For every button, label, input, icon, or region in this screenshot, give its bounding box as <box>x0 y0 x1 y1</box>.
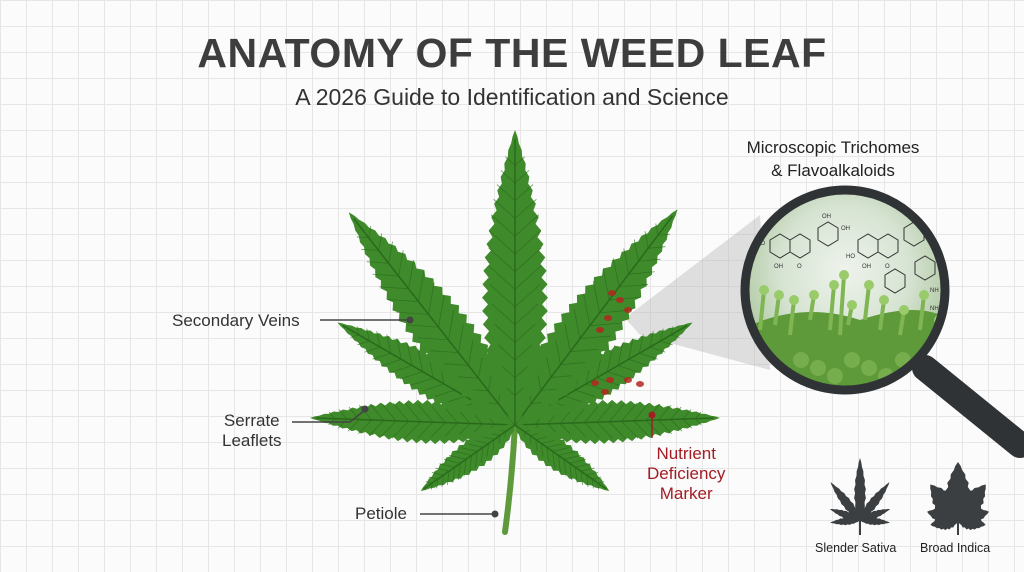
nutrient-dot <box>648 411 656 419</box>
deficiency-spot <box>608 290 616 296</box>
chem-label: NH2 <box>930 306 943 312</box>
serrate-leaflets-dot <box>361 405 369 413</box>
leaflet <box>860 517 890 526</box>
label-line: Deficiency <box>647 464 726 483</box>
trichome-base <box>827 368 843 384</box>
magnifier-handle <box>912 355 1024 458</box>
leaflet <box>310 399 516 445</box>
trichome <box>878 299 886 331</box>
sativa-leaf-icon <box>829 458 891 535</box>
deficiency-spot <box>591 380 599 386</box>
chem-label: O <box>885 264 890 270</box>
serrate-leaflets-line <box>292 409 366 423</box>
label-line: Nutrient <box>656 444 716 463</box>
leaflet <box>860 482 890 520</box>
deficiency-spot <box>601 389 609 395</box>
label-line: Serrate <box>223 411 280 430</box>
label-line: Marker <box>659 484 713 503</box>
deficiency-spot <box>606 377 614 383</box>
chem-label: NH <box>930 288 939 294</box>
label-line: & Flavoalkaloids <box>771 161 895 180</box>
trichome-head <box>864 280 874 290</box>
magnifier-title: Microscopic Trichomes & Flavoalkaloids <box>718 136 948 182</box>
page-title: ANATOMY OF THE WEED LEAF <box>197 30 827 76</box>
chem-label: OH <box>822 214 831 220</box>
deficiency-spots <box>591 290 644 395</box>
label-line: Microscopic Trichomes <box>746 138 920 157</box>
trichome <box>838 274 846 336</box>
trichome-head <box>847 300 857 310</box>
trichome-head <box>789 295 799 305</box>
chem-label: O <box>797 264 802 270</box>
trichome <box>828 284 836 331</box>
leaflet <box>830 482 860 520</box>
label-nutrient-deficiency: Nutrient Deficiency Marker <box>647 444 725 504</box>
trichome-base <box>844 352 860 368</box>
chem-label: HO <box>846 254 855 260</box>
trichome <box>758 289 766 331</box>
leaflet <box>514 424 610 491</box>
secondary-veins-dot <box>406 316 414 324</box>
trichome-base <box>810 360 826 376</box>
trichome-base <box>793 352 809 368</box>
trichome-base <box>861 360 877 376</box>
chem-label: OH <box>841 226 850 232</box>
trichome-head <box>879 295 889 305</box>
trichome-head <box>899 305 909 315</box>
leaflet <box>348 212 516 426</box>
leaflet <box>945 462 971 520</box>
deficiency-spot <box>616 297 624 303</box>
petiole-dot <box>491 510 499 518</box>
sativa-caption: Slender Sativa <box>815 541 897 555</box>
trichome-head <box>919 290 929 300</box>
trichome-head <box>774 290 784 300</box>
trichome <box>918 294 926 331</box>
deficiency-spot <box>596 327 604 333</box>
leaflet <box>514 209 678 426</box>
indica-leaf-icon <box>927 462 989 535</box>
leaflet <box>854 458 866 520</box>
trichome <box>773 294 781 326</box>
label-line: Leaflets <box>222 431 282 450</box>
chemical-structures <box>769 221 936 294</box>
label-serrate-leaflets: Serrate Leaflets <box>222 411 282 451</box>
trichome <box>863 284 871 321</box>
leaflet <box>482 130 548 425</box>
deficiency-spot <box>624 307 632 313</box>
label-secondary-veins: Secondary Veins <box>172 311 300 330</box>
trichome-head <box>829 280 839 290</box>
trichome-head <box>809 290 819 300</box>
leaflet <box>830 517 860 526</box>
trichome <box>788 299 796 336</box>
label-petiole: Petiole <box>355 504 407 523</box>
cannabis-leaf <box>310 130 720 535</box>
deficiency-spot <box>604 315 612 321</box>
trichome-head <box>839 270 849 280</box>
petiole <box>502 422 518 535</box>
chem-label: OH <box>862 264 871 270</box>
page-subtitle: A 2026 Guide to Identification and Scien… <box>295 84 729 110</box>
deficiency-spot <box>624 377 632 383</box>
indica-caption: Broad Indica <box>920 541 991 555</box>
deficiency-spot <box>636 381 644 387</box>
magnifier-rim <box>740 185 950 395</box>
leaflet <box>420 424 516 491</box>
leaflet <box>514 399 720 445</box>
chem-label: OH <box>774 264 783 270</box>
trichome-head <box>759 285 769 295</box>
